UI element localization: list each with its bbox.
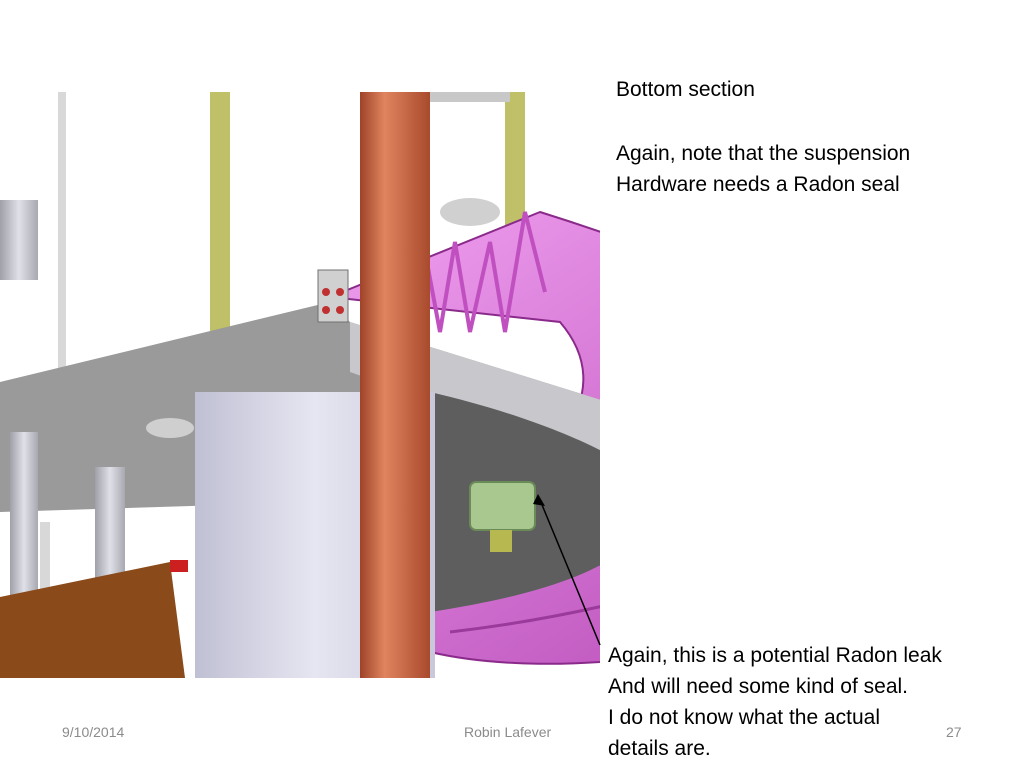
thin-rod xyxy=(58,92,66,392)
copper-pipe xyxy=(360,92,430,678)
page-number: 27 xyxy=(946,724,962,740)
cad-render xyxy=(0,92,600,678)
note-top-line: Hardware needs a Radon seal xyxy=(616,173,900,196)
note-bottom-line: Again, this is a potential Radon leak xyxy=(608,644,942,667)
footer-date: 9/10/2014 xyxy=(62,724,125,740)
slide-title: Bottom section xyxy=(616,78,755,101)
seal-fitting xyxy=(469,481,536,531)
suspension-rod-left xyxy=(210,92,230,352)
suspension-rod-right xyxy=(505,92,525,252)
note-bottom-line: And will need some kind of seal. xyxy=(608,675,908,698)
cad-figure xyxy=(0,92,600,678)
note-top: Again, note that the suspension Hardware… xyxy=(616,138,910,200)
note-bottom-line: I do not know what the actual xyxy=(608,706,881,729)
note-bottom-line: details are. xyxy=(608,737,711,760)
copper-box xyxy=(0,562,185,678)
footer-author: Robin Lafever xyxy=(464,724,552,740)
note-bottom: Again, this is a potential Radon leak An… xyxy=(608,640,1008,764)
note-top-line: Again, note that the suspension xyxy=(616,142,911,165)
left-valve xyxy=(0,200,38,280)
